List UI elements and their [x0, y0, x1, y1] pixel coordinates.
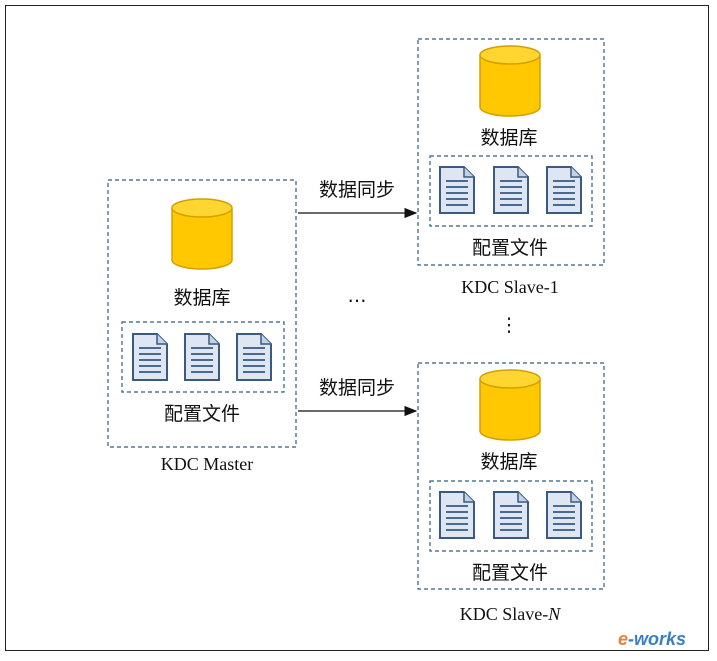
svg-text:e-works: e-works [618, 629, 686, 649]
slaveN-database-label: 数据库 [480, 451, 537, 473]
slaveN-name-prefix: KDC Slave- [460, 604, 549, 624]
sync-label-top: 数据同步 [319, 179, 395, 201]
slave1-node: 数据库 配置文件 KDC Slave-1 [417, 38, 605, 297]
document-icon [546, 166, 582, 214]
slave1-database-label: 数据库 [480, 127, 537, 149]
sync-arrow-bottom: 数据同步 [298, 377, 418, 417]
vertical-ellipsis: ⋮ [500, 314, 519, 336]
slave1-node-name: KDC Slave-1 [461, 277, 559, 297]
master-config-label: 配置文件 [164, 403, 240, 425]
watermark-rest: -works [628, 629, 686, 649]
master-config-box [121, 321, 285, 393]
slaveN-box [417, 362, 605, 590]
database-cylinder-icon [479, 369, 541, 441]
sync-arrow-top: 数据同步 [298, 179, 418, 219]
master-node-name: KDC Master [161, 454, 254, 474]
master-database-label: 数据库 [173, 287, 230, 309]
slaveN-name-index: N [547, 604, 561, 624]
document-icon [493, 491, 529, 539]
document-icon [184, 333, 220, 381]
document-icon [236, 333, 272, 381]
slaveN-node: 数据库 配置文件 KDC Slave-N [417, 362, 605, 624]
document-icon [439, 491, 475, 539]
master-box [107, 179, 297, 448]
eworks-watermark: e-works [618, 629, 686, 649]
slave1-box [417, 38, 605, 266]
diagram-frame [5, 5, 709, 651]
watermark-e: e [618, 629, 628, 649]
slave1-config-box [429, 155, 593, 227]
database-cylinder-icon [171, 198, 233, 270]
master-node: 数据库 配置文件 KDC Master [107, 179, 297, 474]
sync-label-bottom: 数据同步 [319, 377, 395, 399]
document-icon [439, 166, 475, 214]
slaveN-config-label: 配置文件 [472, 562, 548, 584]
slaveN-node-name: KDC Slave-N [460, 604, 562, 624]
database-cylinder-icon [479, 45, 541, 117]
document-icon [132, 333, 168, 381]
slaveN-config-box [429, 480, 593, 552]
slave1-config-label: 配置文件 [472, 237, 548, 259]
document-icon [493, 166, 529, 214]
document-icon [546, 491, 582, 539]
horizontal-ellipsis: … [348, 285, 367, 307]
